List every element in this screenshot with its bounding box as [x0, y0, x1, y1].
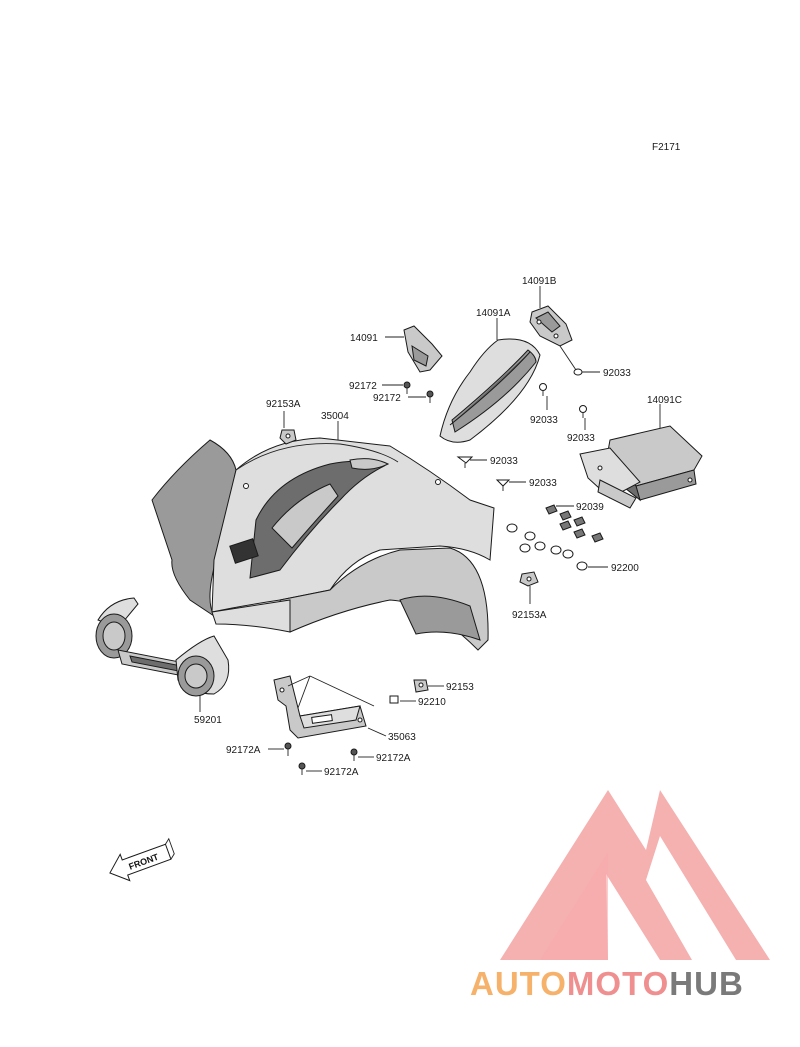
- part-14091C: [579, 425, 703, 509]
- label-92200: 92200: [611, 563, 639, 574]
- screw-92172-a: [403, 381, 411, 394]
- part-14091B: [529, 305, 573, 347]
- label-59201: 59201: [194, 715, 222, 726]
- watermark-part3: HUB: [669, 965, 744, 1002]
- label-92039: 92039: [576, 502, 604, 513]
- label-35063: 35063: [388, 732, 416, 743]
- label-14091B: 14091B: [522, 276, 557, 287]
- screw-92172-b: [426, 390, 434, 403]
- clip-92033-d: [456, 456, 474, 468]
- label-92172-b: 92172: [373, 393, 401, 404]
- label-92033-b: 92033: [530, 415, 558, 426]
- label-14091A: 14091A: [476, 308, 511, 319]
- svg-text:AUTOMOTOHUB: AUTOMOTOHUB: [470, 965, 744, 1002]
- fastener-92153A-a: [279, 429, 297, 445]
- label-92172A-b: 92172A: [324, 767, 359, 778]
- part-35004: [151, 437, 495, 651]
- screw-92172A-c: [350, 748, 358, 761]
- label-92210: 92210: [418, 697, 446, 708]
- label-92172A-c: 92172A: [376, 753, 411, 764]
- label-92033-e: 92033: [529, 478, 557, 489]
- clip-92033-c: [579, 405, 587, 418]
- fastener-92210: [389, 695, 399, 704]
- label-92153A-a: 92153A: [266, 399, 301, 410]
- clip-92033-b: [539, 383, 547, 396]
- watermark-logo-icon: [500, 790, 770, 960]
- figure-code: F2171: [652, 142, 681, 153]
- watermark-text: AUTOMOTOHUB: [470, 965, 744, 1002]
- screw-92172A-a: [284, 742, 292, 756]
- label-35004: 35004: [321, 411, 349, 422]
- fastener-92153A-b: [519, 571, 539, 587]
- label-92153A-b: 92153A: [512, 610, 547, 621]
- part-35063: [273, 675, 375, 739]
- label-92153: 92153: [446, 682, 474, 693]
- clip-92033-a: [573, 368, 583, 376]
- clip-92033-e: [495, 479, 511, 491]
- label-92033-d: 92033: [490, 456, 518, 467]
- watermark-part2: MOTO: [567, 965, 669, 1002]
- part-14091A: [439, 338, 541, 443]
- washers-92200: [506, 523, 588, 571]
- label-14091: 14091: [350, 333, 378, 344]
- screw-92172A-b: [298, 762, 306, 775]
- front-arrow-icon: FRONT: [109, 837, 175, 882]
- label-14091C: 14091C: [647, 395, 682, 406]
- bolts-92039: [545, 504, 604, 543]
- watermark-part1: AUTO: [470, 965, 567, 1002]
- label-92172-a: 92172: [349, 381, 377, 392]
- part-14091: [403, 325, 443, 373]
- part-59201: [95, 597, 230, 697]
- label-92033-c: 92033: [567, 433, 595, 444]
- label-92033-a: 92033: [603, 368, 631, 379]
- fastener-92153: [413, 679, 429, 693]
- label-92172A-a: 92172A: [226, 745, 261, 756]
